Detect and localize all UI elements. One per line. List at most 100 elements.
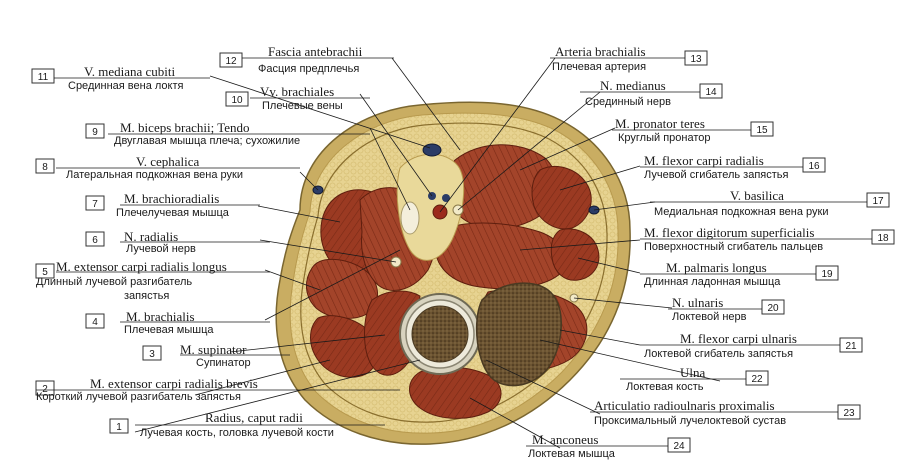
label-number-box xyxy=(85,231,105,247)
radius-head-marrow xyxy=(411,305,469,363)
label-number-box xyxy=(699,83,723,99)
label-number-box xyxy=(219,52,243,68)
label-number-box xyxy=(35,380,55,396)
label-russian: Лучевой нерв xyxy=(126,243,196,255)
muscle-flexor-carpi-radialis xyxy=(531,166,592,230)
label-number-box xyxy=(667,437,691,453)
label-latin: M. extensor carpi radialis longus xyxy=(56,259,227,274)
label-number-box xyxy=(35,263,55,279)
label-number: 20 xyxy=(767,303,779,314)
label-russian: Лучевая кость, головка лучевой кости xyxy=(140,427,334,439)
label-latin: V. basilica xyxy=(730,188,784,203)
label-latin: V. cephalica xyxy=(136,154,200,169)
label-latin: M. extensor carpi radialis brevis xyxy=(90,376,258,391)
label-russian: Срединная вена локтя xyxy=(68,80,184,92)
label-russian: Короткий лучевой разгибатель запястья xyxy=(36,391,241,403)
label-russian: Длинная ладонная мышца xyxy=(644,276,781,288)
label-latin: M. flexor carpi ulnaris xyxy=(680,331,797,346)
vena-mediana-cubiti xyxy=(422,143,442,157)
label-number: 11 xyxy=(38,72,49,83)
label-number: 18 xyxy=(877,233,889,244)
label-number: 4 xyxy=(92,317,98,328)
label-russian: Длинный лучевой разгибатель xyxy=(36,276,192,288)
label-latin: N. radialis xyxy=(124,229,178,244)
label-number-box xyxy=(802,157,826,173)
muscle-palmaris-longus xyxy=(550,228,600,281)
label-latin: V. mediana cubiti xyxy=(84,64,175,79)
label-latin: Fascia antebrachii xyxy=(268,44,363,59)
label-number: 12 xyxy=(225,56,237,67)
label-number-box xyxy=(109,418,129,434)
label-number: 14 xyxy=(705,87,717,98)
label-number: 10 xyxy=(231,95,243,106)
label-number: 16 xyxy=(808,161,820,172)
label-number-box xyxy=(85,195,105,211)
label-russian: Латеральная подкожная вена руки xyxy=(66,169,243,181)
label-number: 7 xyxy=(92,199,98,210)
label-number: 23 xyxy=(843,408,855,419)
label-latin: M. flexor carpi radialis xyxy=(644,153,764,168)
label-number-box xyxy=(761,299,785,315)
leader-lines xyxy=(134,57,721,449)
label-latin: M. palmaris longus xyxy=(666,260,767,275)
label-number: 17 xyxy=(872,196,884,207)
label-number-box xyxy=(871,229,895,245)
muscle-anconeus xyxy=(409,366,502,419)
label-russian: Плечевая артерия xyxy=(552,61,646,73)
label-number-box xyxy=(815,265,839,281)
label-number-box xyxy=(866,192,890,208)
label-number: 2 xyxy=(42,384,48,395)
label-number-box xyxy=(225,91,249,107)
label-number: 9 xyxy=(92,127,98,138)
label-latin: M. flexor digitorum superficialis xyxy=(644,225,814,240)
label-russian: Плечевая мышца xyxy=(124,324,214,336)
label-latin: M. anconeus xyxy=(532,432,598,447)
label-number-box xyxy=(31,68,55,84)
label-russian: Поверхностный сгибатель пальцев xyxy=(644,241,823,253)
label-number: 24 xyxy=(673,441,685,452)
label-russian: Лучевой сгибатель запястья xyxy=(644,169,789,181)
label-latin: Radius, caput radii xyxy=(205,410,303,425)
label-latin: M. biceps brachii; Tendo xyxy=(120,120,250,135)
label-russian: Плечевые вены xyxy=(262,100,343,112)
label-russian: Проксимальный лучелоктевой сустав xyxy=(594,415,786,427)
label-russian: Фасция предплечья xyxy=(258,63,359,75)
label-2: 2 M. extensor carpi radialis brevisКоротк… xyxy=(35,376,400,403)
label-russian: Локтевой нерв xyxy=(672,311,747,323)
biceps-tendon xyxy=(400,201,420,235)
label-russian: Плечелучевая мышца xyxy=(116,207,230,219)
label-russian: Супинатор xyxy=(196,357,251,369)
label-number: 1 xyxy=(116,422,122,433)
label-russian: Локтевой сгибатель запястья xyxy=(644,348,793,360)
label-number-box xyxy=(745,370,769,386)
label-russian: Медиальная подкожная вена руки xyxy=(654,206,828,218)
label-number-box xyxy=(85,313,105,329)
ulna xyxy=(475,282,562,387)
label-number: 22 xyxy=(751,374,763,385)
label-russian: Срединный нерв xyxy=(585,96,671,108)
label-number-box xyxy=(142,345,162,361)
label-number: 21 xyxy=(845,341,857,352)
label-number: 6 xyxy=(92,235,98,246)
label-russian: Локтевая кость xyxy=(626,381,704,393)
label-number: 15 xyxy=(756,125,768,136)
label-russian: Локтевая мышца xyxy=(528,448,616,460)
